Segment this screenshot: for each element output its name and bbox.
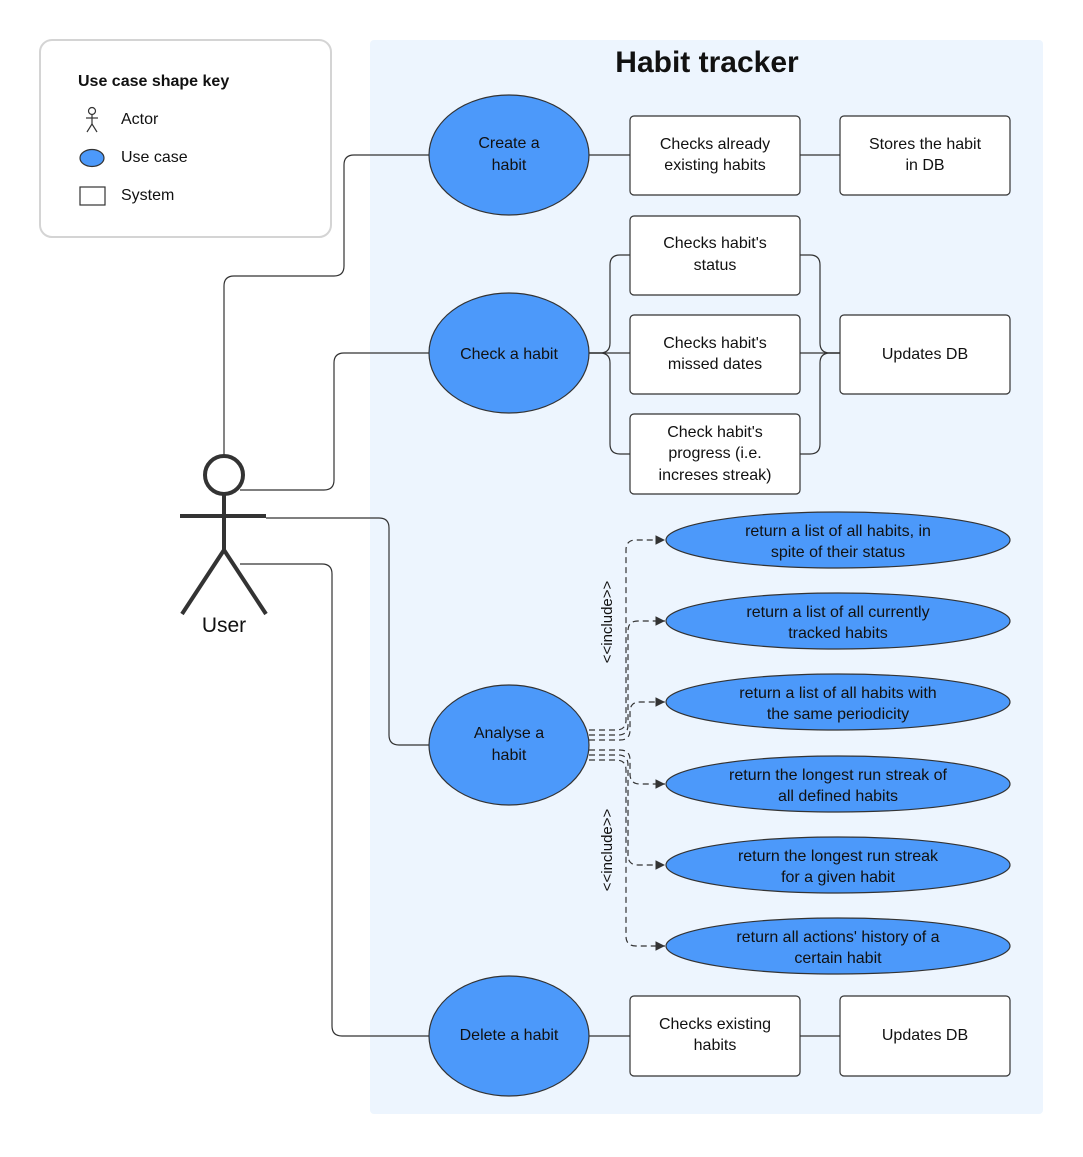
box-updates-db-check: Updates DB (839, 314, 1011, 395)
box-checks-status: Checks habit's status (629, 215, 801, 296)
actor-head (203, 454, 245, 496)
box-line: Checks habit's (663, 335, 767, 352)
actor-user (180, 454, 268, 616)
rectangle-icon (79, 186, 106, 206)
included-line: return the longest run streak (738, 848, 939, 865)
legend-system-label: System (121, 187, 174, 204)
usecase-create-line-1: Create a (478, 135, 539, 152)
box-line: Check habit's (667, 424, 763, 441)
box-checks-missed-dates: Checks habit's missed dates (629, 314, 801, 395)
usecase-analyse-line-1: Analyse a (474, 725, 544, 742)
box-line: Updates DB (882, 346, 968, 363)
included-line: certain habit (794, 950, 882, 967)
included-line: return the longest run streak of (729, 767, 947, 784)
usecase-delete-line-1: Delete a habit (460, 1027, 559, 1044)
actor-left-leg (180, 548, 226, 616)
included-line: spite of their status (771, 544, 905, 561)
actor-connectors (223, 154, 430, 1037)
ellipse-icon (79, 148, 105, 168)
included-usecase-3: return a list of all habits with the sam… (665, 673, 1011, 731)
usecase-check-line-1: Check a habit (460, 346, 558, 363)
system-title: Habit tracker (615, 46, 799, 79)
legend-usecase-label: Use case (121, 149, 188, 166)
check-connectors (589, 254, 840, 455)
box-line: existing habits (664, 157, 765, 174)
box-line: Updates DB (882, 1027, 968, 1044)
box-line: missed dates (668, 356, 762, 373)
included-line: tracked habits (788, 625, 888, 642)
box-line: Checks habit's (663, 235, 767, 252)
box-line: increses streak) (659, 467, 772, 484)
included-usecase-2: return a list of all currently tracked h… (665, 592, 1011, 650)
box-stores-habit: Stores the habit in DB (839, 115, 1011, 196)
included-line: the same periodicity (767, 706, 909, 723)
included-usecase-1: return a list of all habits, in spite of… (665, 511, 1011, 569)
usecase-analyse-line-2: habit (492, 747, 527, 764)
box-line: habits (694, 1037, 737, 1054)
included-usecase-4: return the longest run streak of all def… (665, 755, 1011, 813)
actor-label: User (202, 614, 246, 637)
included-usecase-6: return all actions' history of a certain… (665, 917, 1011, 975)
legend-title: Use case shape key (78, 73, 229, 90)
included-line: return a list of all habits, in (745, 523, 931, 540)
include-connectors (589, 535, 665, 951)
included-usecase-5: return the longest run streak for a give… (665, 836, 1011, 894)
box-line: Stores the habit (869, 136, 982, 153)
included-line: return a list of all currently (746, 604, 929, 621)
box-line: status (694, 257, 737, 274)
box-checks-already-existing: Checks already existing habits (629, 115, 801, 196)
included-line: all defined habits (778, 788, 898, 805)
legend-panel: Use case shape key Actor Use case System (39, 39, 332, 238)
box-updates-db-delete: Updates DB (839, 995, 1011, 1077)
included-line: return a list of all habits with (739, 685, 936, 702)
included-line: for a given habit (781, 869, 895, 886)
usecase-check-a-habit: Check a habit (428, 292, 590, 414)
box-line: Checks already (660, 136, 770, 153)
box-line: progress (i.e. (668, 445, 761, 462)
usecase-analyse-a-habit: Analyse a habit (428, 684, 590, 806)
box-check-progress: Check habit's progress (i.e. increses st… (629, 413, 801, 495)
usecase-delete-a-habit: Delete a habit (428, 975, 590, 1097)
usecase-create-line-2: habit (492, 157, 527, 174)
include-label-top: <<include>> (599, 580, 616, 663)
box-line: Checks existing (659, 1016, 771, 1033)
legend-actor-label: Actor (121, 111, 159, 128)
actor-right-leg (222, 548, 268, 616)
stick-figure-icon (86, 106, 98, 133)
box-checks-existing-habits: Checks existing habits (629, 995, 801, 1077)
box-line: in DB (905, 157, 944, 174)
include-label-bottom: <<include>> (599, 808, 616, 891)
usecase-create-a-habit: Create a habit (428, 94, 590, 216)
included-line: return all actions' history of a (736, 929, 939, 946)
